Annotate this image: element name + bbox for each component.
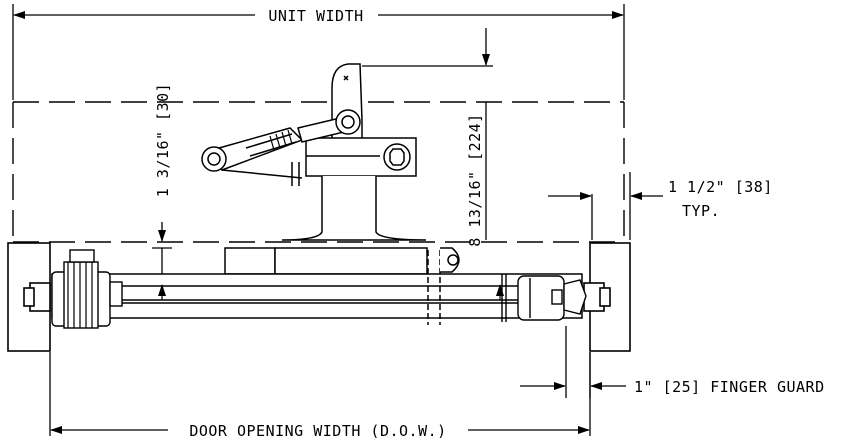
track-arrows bbox=[158, 284, 504, 300]
door-opening-width-label: DOOR OPENING WIDTH (D.O.W.) bbox=[189, 422, 446, 440]
header-track bbox=[51, 247, 583, 325]
operator-arm-assembly bbox=[201, 63, 427, 241]
left-motor-assembly bbox=[51, 249, 123, 329]
unit-width-dimension bbox=[12, 4, 625, 100]
unit-envelope-dashed bbox=[12, 101, 625, 243]
dim-1-1-2-dimension bbox=[548, 172, 663, 240]
dim-1-3-16-label: 1 3/16" [30] bbox=[154, 83, 172, 197]
dim-1-1-2-label: 1 1/2" [38] bbox=[668, 178, 773, 196]
door-opening-width-dimension bbox=[49, 352, 591, 436]
right-jamb bbox=[583, 242, 631, 352]
left-jamb bbox=[7, 242, 51, 352]
dim-8-13-16-label: 8 13/16" [224] bbox=[466, 113, 484, 246]
unit-width-label: UNIT WIDTH bbox=[268, 7, 363, 25]
right-closer-assembly bbox=[501, 274, 587, 322]
typ-label: TYP. bbox=[682, 202, 720, 220]
finger-guard-label: 1" [25] FINGER GUARD bbox=[634, 378, 825, 396]
top-reference-dimension bbox=[362, 28, 493, 240]
